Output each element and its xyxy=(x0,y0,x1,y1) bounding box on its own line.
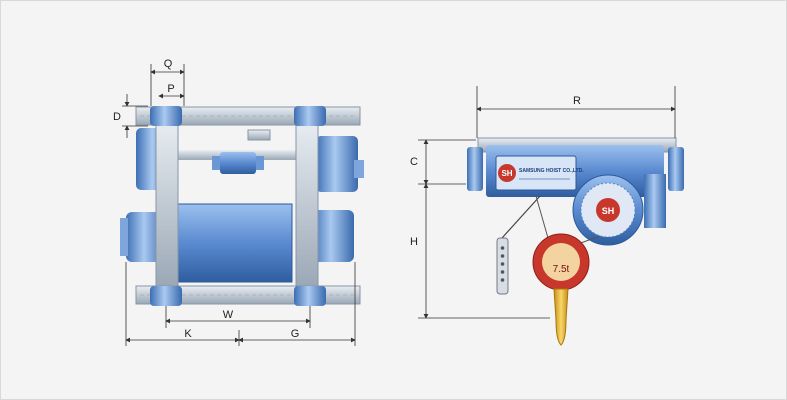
right-motor xyxy=(312,210,354,262)
shaft-coupling xyxy=(220,152,256,174)
dim-label-g: G xyxy=(291,328,300,340)
wheel-bottom-right xyxy=(294,286,326,306)
dim-label-p: P xyxy=(167,83,174,95)
dim-label-d: D xyxy=(113,111,121,123)
wheel-bottom-left xyxy=(150,286,182,306)
hook xyxy=(553,288,569,346)
top-view: Q P D W K G xyxy=(113,58,364,346)
side-plate-left xyxy=(155,117,179,289)
pendant-control xyxy=(496,237,509,295)
nameplate-text: SAMSUNG HOIST CO.,LTD. xyxy=(519,168,584,174)
wheel-top-left xyxy=(150,106,182,126)
dim-label-q: Q xyxy=(164,58,173,70)
dim-label-h: H xyxy=(410,236,418,248)
hoist-drum xyxy=(176,204,292,282)
gear-motor xyxy=(316,136,358,192)
wheel-top-right xyxy=(294,106,326,126)
capacity-label: 7.5t xyxy=(553,264,570,275)
logo-text: SH xyxy=(501,169,512,178)
side-plate-right xyxy=(295,117,319,289)
dim-label-w: W xyxy=(223,309,234,321)
side-wheel-left xyxy=(467,147,483,191)
nameplate xyxy=(495,155,577,191)
side-wheel-right xyxy=(668,147,684,191)
dim-label-r: R xyxy=(573,95,581,107)
dim-label-c: C xyxy=(410,156,418,168)
side-view: SH SAMSUNG HOIST CO.,LTD. SH 7.5t xyxy=(410,86,684,346)
gear-logo-text: SH xyxy=(602,206,615,216)
logo-badge xyxy=(498,164,516,182)
dim-label-k: K xyxy=(184,328,192,340)
gear-logo xyxy=(596,198,620,222)
